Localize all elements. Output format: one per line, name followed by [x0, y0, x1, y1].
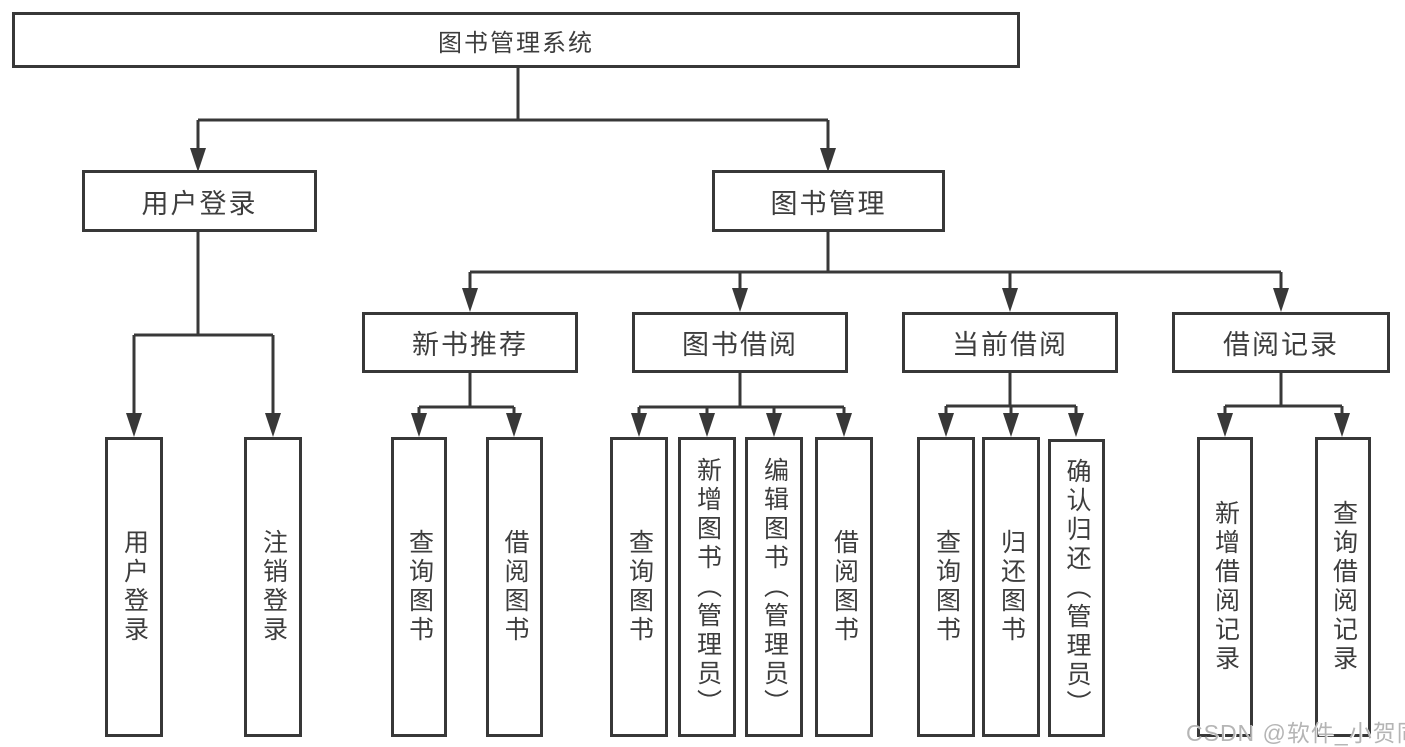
leaf-query-books-recommend: 查询图书 — [391, 437, 447, 737]
node-new-book-recommendation: 新书推荐 — [362, 312, 578, 373]
leaf-edit-books-admin: 编辑图书（管理员） — [745, 437, 803, 737]
node-borrowing-records: 借阅记录 — [1172, 312, 1390, 373]
node-current-borrowing: 当前借阅 — [902, 312, 1118, 373]
leaf-add-books-admin: 新增图书（管理员） — [678, 437, 736, 737]
leaf-borrow-books: 借阅图书 — [815, 437, 873, 737]
node-user-login: 用户登录 — [82, 170, 317, 232]
leaf-confirm-return-admin: 确认归还（管理员） — [1048, 439, 1105, 737]
csdn-watermark: CSDN @软件_小贺同学 — [1186, 720, 1405, 746]
leaf-query-borrow-record: 查询借阅记录 — [1315, 437, 1371, 737]
node-library-management-system: 图书管理系统 — [12, 12, 1020, 68]
leaf-query-books-current: 查询图书 — [917, 437, 975, 737]
leaf-add-borrow-record: 新增借阅记录 — [1197, 437, 1253, 737]
leaf-borrow-books-recommend: 借阅图书 — [486, 437, 543, 737]
leaf-user-login: 用户登录 — [105, 437, 163, 737]
node-book-borrowing: 图书借阅 — [632, 312, 848, 373]
arrowheads — [126, 148, 1350, 437]
leaf-logout: 注销登录 — [244, 437, 302, 737]
leaf-query-books-borrow: 查询图书 — [610, 437, 668, 737]
leaf-return-books: 归还图书 — [982, 437, 1040, 737]
node-book-management: 图书管理 — [712, 170, 945, 232]
